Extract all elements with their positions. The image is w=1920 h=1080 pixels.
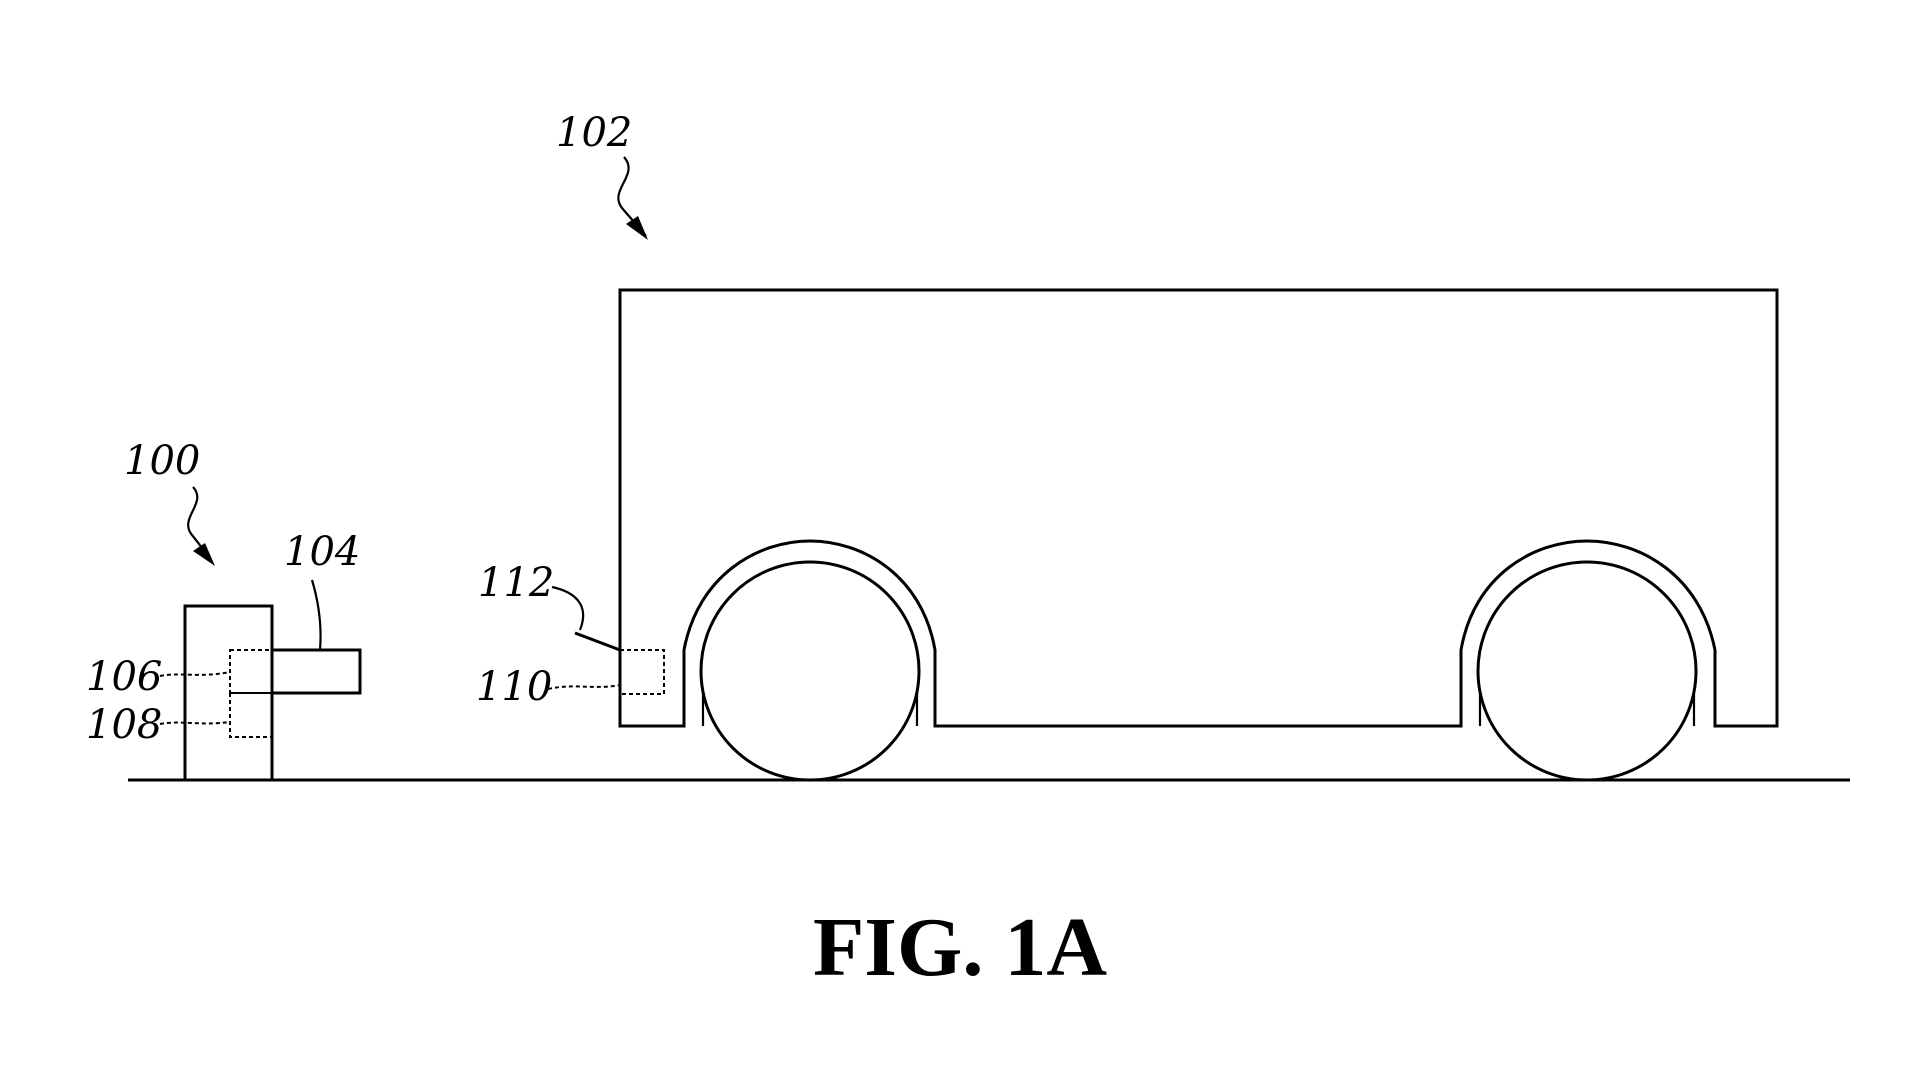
vehicle-body	[618, 288, 1779, 728]
arrow-100-head	[193, 543, 215, 566]
front-wheel	[699, 560, 921, 782]
ref-label-104: 104	[284, 529, 360, 575]
leader-104	[310, 579, 322, 651]
charging-arm	[270, 648, 362, 695]
ref-label-110: 110	[476, 664, 552, 710]
component-106	[229, 649, 273, 694]
ref-label-102: 102	[556, 110, 632, 156]
component-112-connector	[574, 631, 621, 652]
component-108	[229, 692, 273, 738]
charging-station	[183, 604, 362, 782]
figure-caption: FIG. 1A	[813, 901, 1107, 994]
ref-label-106: 106	[86, 654, 162, 700]
leader-112	[551, 585, 585, 631]
vehicle	[574, 288, 1779, 782]
component-110	[619, 649, 665, 695]
arrow-102-head	[626, 216, 648, 240]
ref-label-112: 112	[478, 560, 554, 606]
leader-110	[547, 684, 621, 690]
rear-wheel	[1476, 560, 1698, 782]
ref-label-100: 100	[124, 438, 200, 484]
leader-lines	[159, 156, 648, 725]
leader-106	[159, 671, 231, 677]
leader-108	[159, 721, 231, 725]
ref-label-108: 108	[86, 702, 162, 748]
